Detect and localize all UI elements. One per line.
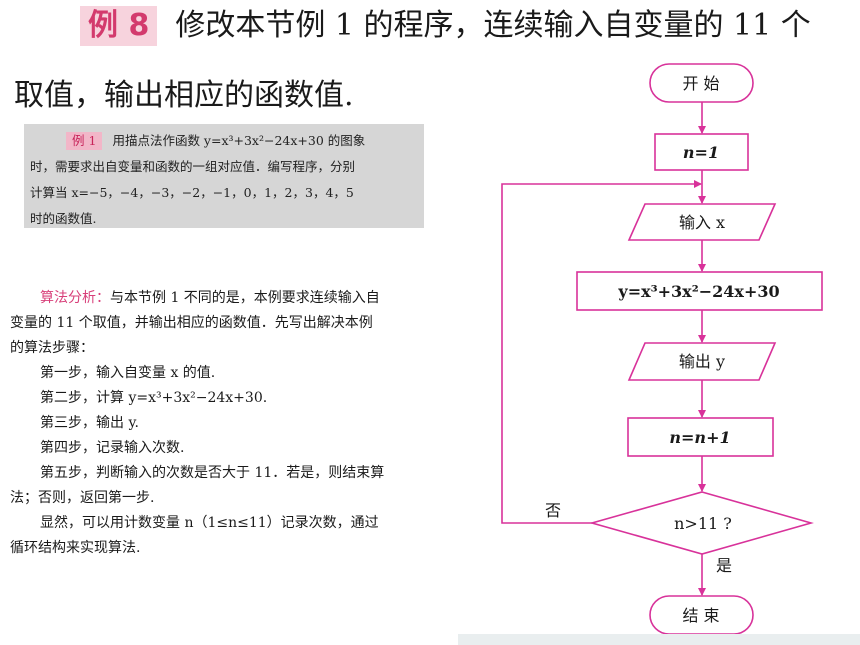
step-5-continued: 法；否则，返回第一步. bbox=[10, 490, 155, 506]
conclusion: 显然，可以用计数变量 n（1≤n≤11）记录次数，通过 bbox=[40, 515, 379, 531]
reference-tag: 例 1 bbox=[66, 132, 103, 150]
flow-increment-box bbox=[627, 417, 774, 457]
reference-line-2: 时，需要求出自变量和函数的一组对应值．编写程序，分别 bbox=[30, 159, 356, 174]
flow-init-label: n=1 bbox=[683, 143, 719, 162]
example-tag: 例 8 bbox=[80, 6, 158, 46]
step-1: 第一步，输入自变量 x 的值. bbox=[40, 365, 216, 381]
step-2: 第二步，计算 y=x³+3x²−24x+30. bbox=[40, 390, 268, 406]
flow-compute-box bbox=[576, 271, 823, 311]
analysis-heading: 算法分析： bbox=[40, 290, 110, 306]
flow-increment-label: n=n+1 bbox=[669, 428, 730, 447]
reference-line-4: 时的函数值. bbox=[30, 211, 97, 226]
flow-loop-back-line bbox=[501, 180, 702, 524]
conclusion-continued: 循环结构来实现算法. bbox=[10, 540, 141, 556]
reference-example-box: 例 1 用描点法作函数 y=x³+3x²−24x+30 的图象 时，需要求出自变量… bbox=[24, 124, 424, 228]
analysis-intro-line-3: 的算法步骤： bbox=[10, 340, 94, 356]
analysis-intro: 算法分析：与本节例 1 不同的是，本例要求连续输入自 bbox=[10, 286, 470, 311]
example-heading-continued: 取值，输出相应的函数值. bbox=[14, 78, 354, 113]
reference-line-1-text: 用描点法作函数 y=x³+3x²−24x+30 的图象 bbox=[112, 133, 366, 148]
reference-line-1: 例 1 用描点法作函数 y=x³+3x²−24x+30 的图象 bbox=[30, 128, 418, 154]
flow-decision-label: n>11 ? bbox=[674, 514, 732, 533]
flow-input-label: 输入 x bbox=[679, 213, 725, 232]
flow-output-parallelogram bbox=[627, 342, 777, 381]
example-heading: 例 8 修改本节例 1 的程序，连续输入自变量的 11 个 bbox=[80, 6, 860, 46]
reference-line-3: 计算当 x=−5，−4，−3，−2，−1，0，1，2，3，4，5 bbox=[30, 185, 354, 200]
analysis-intro-line-2: 变量的 11 个取值，并输出相应的函数值．先写出解决本例 bbox=[10, 315, 373, 331]
flow-output-label: 输出 y bbox=[679, 352, 725, 371]
algorithm-analysis: 算法分析：与本节例 1 不同的是，本例要求连续输入自 变量的 11 个取值，并输… bbox=[10, 286, 470, 561]
step-4: 第四步，记录输入次数. bbox=[40, 440, 185, 456]
example-heading-text: 修改本节例 1 的程序，连续输入自变量的 11 个 bbox=[175, 8, 811, 43]
step-3: 第三步，输出 y. bbox=[40, 415, 139, 431]
flow-no-label: 否 bbox=[545, 501, 561, 520]
analysis-intro-text: 与本节例 1 不同的是，本例要求连续输入自 bbox=[110, 290, 380, 306]
flow-input-parallelogram bbox=[627, 203, 777, 241]
footer-strip bbox=[458, 634, 860, 645]
flow-end-label: 结 束 bbox=[682, 606, 719, 625]
step-5: 第五步，判断输入的次数是否大于 11．若是，则结束算 bbox=[40, 465, 385, 481]
flow-compute-label: y=x³+3x²−24x+30 bbox=[617, 282, 779, 301]
flow-yes-label: 是 bbox=[716, 556, 732, 575]
flow-start-label: 开 始 bbox=[682, 74, 719, 93]
